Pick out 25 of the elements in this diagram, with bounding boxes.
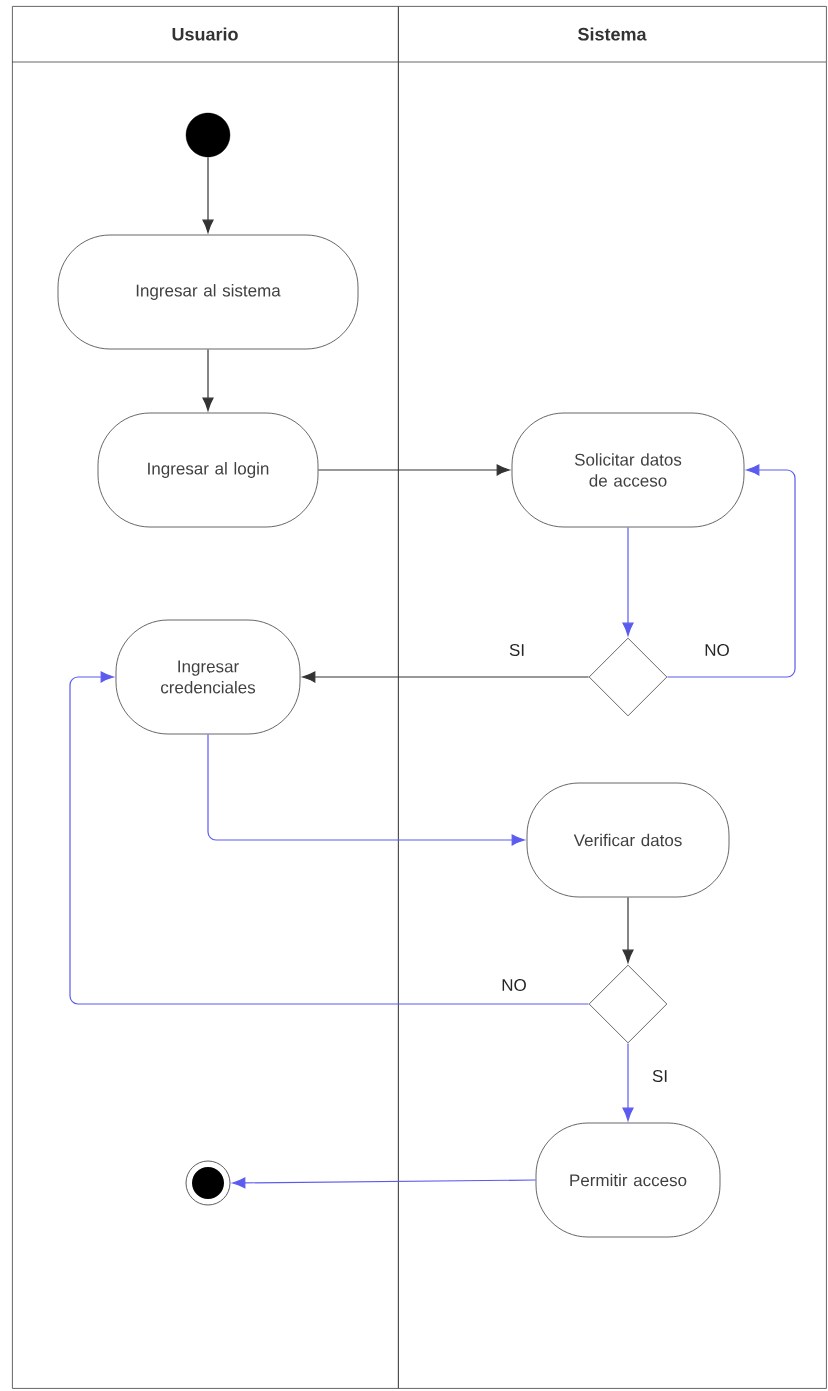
action-box: Verificar datos — [526, 782, 730, 898]
action-box: Permitir acceso — [535, 1122, 721, 1238]
arrow — [666, 464, 796, 678]
action-box: Ingresar al login — [97, 412, 319, 528]
edge-label: NO — [500, 978, 528, 993]
action-box: Ingresar credenciales — [115, 619, 301, 735]
start-circle — [185, 112, 231, 158]
edge-label: SI — [507, 643, 527, 658]
decision-diamond — [588, 637, 668, 717]
arrow — [622, 526, 634, 636]
arrow — [302, 671, 590, 683]
arrow — [202, 348, 214, 411]
arrow — [622, 1042, 634, 1121]
arrow — [622, 896, 634, 963]
decision-diamond — [588, 964, 668, 1044]
edge-label: SI — [651, 1069, 670, 1084]
end-circle — [185, 1160, 231, 1206]
arrow — [317, 464, 510, 476]
arrow — [69, 671, 590, 1005]
arrow — [232, 1177, 537, 1189]
arrow — [207, 733, 525, 846]
edge-label: NO — [703, 643, 731, 658]
action-box: Solicitar datos de acceso — [511, 412, 745, 528]
action-box: Ingresar al sistema — [57, 234, 359, 350]
arrow — [202, 156, 214, 233]
